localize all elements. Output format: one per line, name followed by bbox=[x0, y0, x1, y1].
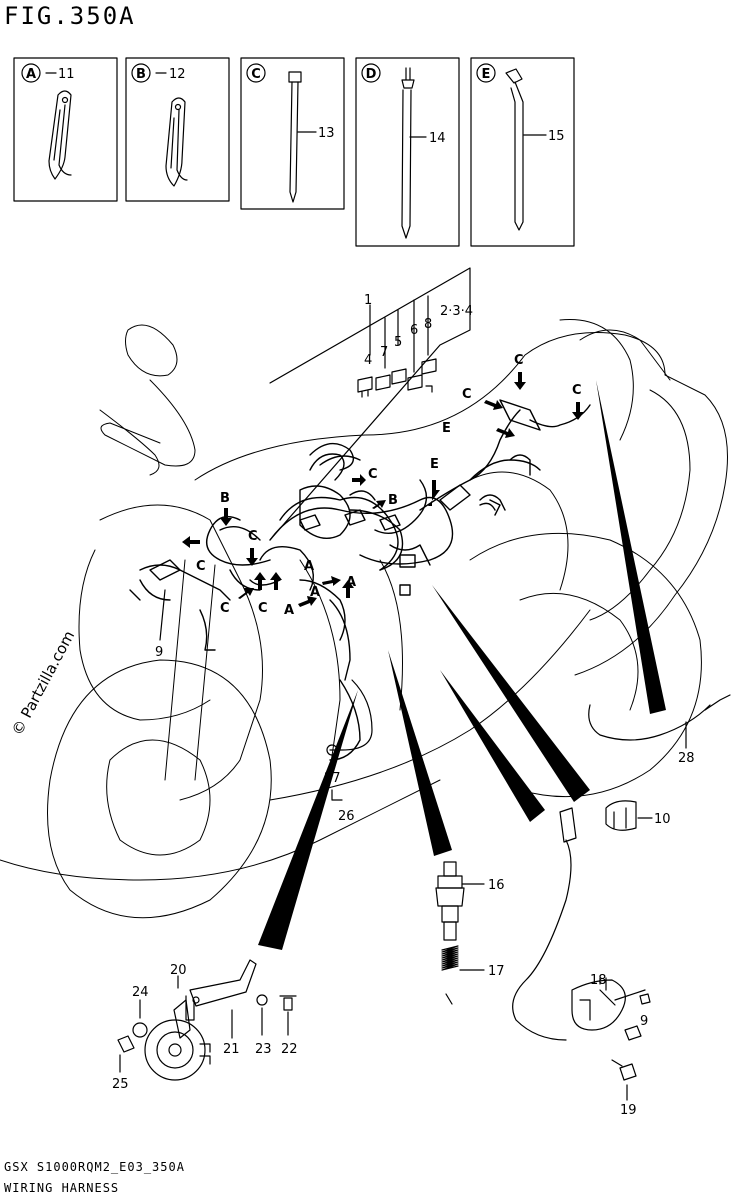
sensor-wire-26[interactable] bbox=[326, 679, 373, 801]
motorcycle-outline bbox=[0, 319, 728, 919]
callout-24: 24 bbox=[132, 985, 149, 1000]
part-17[interactable] bbox=[441, 945, 485, 1005]
callout-18: 18 bbox=[590, 973, 607, 988]
callout-8: 8 bbox=[424, 317, 432, 332]
figure-title: FIG.350A bbox=[4, 2, 136, 30]
inset-d[interactable]: D 14 bbox=[355, 57, 460, 247]
clamp-letter-c7: C bbox=[462, 387, 472, 402]
part-16[interactable] bbox=[435, 861, 485, 941]
clamp-letter-c6: C bbox=[514, 353, 524, 368]
inset-a[interactable]: A 11 bbox=[13, 57, 118, 202]
clamp-letter-c4: C bbox=[258, 601, 268, 616]
part-18-switch[interactable] bbox=[512, 807, 651, 1101]
inset-b-part: 12 bbox=[169, 67, 186, 82]
inset-a-letter: A bbox=[26, 67, 36, 82]
main-harness[interactable] bbox=[129, 399, 591, 761]
inset-b[interactable]: B 12 bbox=[125, 57, 230, 202]
clamp-letter-a1: A bbox=[304, 559, 314, 574]
clamp-arrows bbox=[182, 372, 584, 607]
callout-25: 25 bbox=[112, 1077, 129, 1092]
leader-9 bbox=[159, 589, 166, 641]
callout-9b: 9 bbox=[640, 1014, 648, 1029]
callout-19: 19 bbox=[620, 1103, 637, 1118]
horn-assembly[interactable] bbox=[117, 959, 297, 1081]
clamp-letter-c1: C bbox=[248, 529, 258, 544]
callout-2-3-4: 2·3·4 bbox=[440, 304, 473, 319]
callout-27: 27 bbox=[324, 771, 341, 786]
clamp-letter-c2: C bbox=[196, 559, 206, 574]
inset-c-part: 13 bbox=[318, 126, 335, 141]
clamp-letter-e1: E bbox=[442, 421, 451, 436]
relay-leader bbox=[269, 267, 471, 541]
callout-28: 28 bbox=[678, 751, 695, 766]
inset-e-part: 15 bbox=[548, 129, 565, 144]
clamp-letter-c8: C bbox=[572, 383, 582, 398]
clamp-letter-a4: A bbox=[346, 575, 356, 590]
footer-code: GSX S1000RQM2_E03_350A bbox=[4, 1160, 185, 1174]
inset-c[interactable]: C 13 bbox=[240, 57, 345, 210]
callout-7: 7 bbox=[380, 345, 388, 360]
callout-22: 22 bbox=[281, 1042, 298, 1057]
callout-5: 5 bbox=[394, 335, 402, 350]
inset-d-part: 14 bbox=[429, 131, 446, 146]
clamp-letter-e2: E bbox=[430, 457, 439, 472]
inset-e-letter: E bbox=[482, 67, 491, 82]
callout-26: 26 bbox=[338, 809, 355, 824]
footer-name: WIRING HARNESS bbox=[4, 1181, 120, 1195]
callout-23: 23 bbox=[255, 1042, 272, 1057]
part-28[interactable] bbox=[588, 694, 731, 749]
clamp-letter-a3: A bbox=[284, 603, 294, 618]
callout-16: 16 bbox=[488, 878, 505, 893]
callout-20: 20 bbox=[170, 963, 187, 978]
clamp-letter-c3: C bbox=[220, 601, 230, 616]
clamp-letter-b2: B bbox=[388, 493, 398, 508]
clamp-letter-a2: A bbox=[310, 585, 320, 600]
callout-21: 21 bbox=[223, 1042, 240, 1057]
callout-9: 9 bbox=[155, 645, 163, 660]
callout-10: 10 bbox=[654, 812, 671, 827]
inset-b-letter: B bbox=[136, 67, 146, 82]
callout-6: 6 bbox=[410, 323, 418, 338]
callout-4: 4 bbox=[364, 353, 372, 368]
part-10[interactable] bbox=[605, 800, 653, 831]
pointer-wedges bbox=[258, 380, 666, 950]
clamp-letter-c5: C bbox=[368, 467, 378, 482]
callout-17: 17 bbox=[488, 964, 505, 979]
callout-1: 1 bbox=[364, 293, 372, 308]
clamp-letter-b: B bbox=[220, 491, 230, 506]
inset-a-part: 11 bbox=[58, 67, 75, 82]
callout-labels: 1 2·3·4 7 5 6 8 4 9 10 16 17 18 9 19 20 … bbox=[112, 293, 695, 1118]
relay-boxes bbox=[357, 358, 437, 398]
inset-d-letter: D bbox=[366, 67, 377, 82]
inset-e[interactable]: E 15 bbox=[470, 57, 575, 247]
inset-c-letter: C bbox=[251, 67, 261, 82]
